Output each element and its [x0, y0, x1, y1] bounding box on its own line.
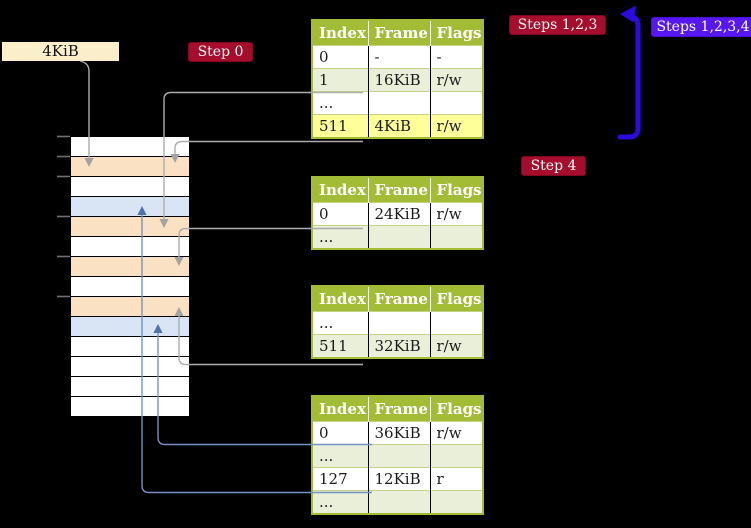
column-header: Frame: [368, 286, 431, 312]
step4-badge: Step 4: [521, 156, 586, 176]
table-cell: 127: [312, 467, 369, 491]
table-cell: ...: [312, 225, 369, 249]
table-cell: -: [430, 45, 483, 69]
steps123-badge: Steps 1,2,3: [509, 15, 606, 35]
table-cell: -: [368, 45, 431, 69]
column-header: Flags: [430, 396, 483, 422]
memory-row-empty: [71, 277, 189, 297]
table-cell: r/w: [430, 421, 483, 445]
table-cell: ...: [312, 490, 369, 514]
table-cell: 32KiB: [368, 334, 431, 358]
column-header: Index: [312, 286, 369, 312]
frame-4kib-label: 4KiB: [2, 42, 119, 61]
memory-row-empty: [71, 397, 189, 416]
address-tick-marks: [57, 135, 70, 298]
table-cell: r/w: [430, 68, 483, 92]
column-header: Frame: [368, 20, 431, 46]
table-cell: r/w: [430, 334, 483, 358]
table-cell: [430, 444, 483, 468]
table-cell: [368, 311, 431, 335]
memory-row-empty: [71, 357, 189, 377]
memory-row-empty: [71, 237, 189, 257]
memory-row-empty: [71, 377, 189, 397]
table-row: 0--: [312, 45, 483, 69]
table-cell: 12KiB: [368, 467, 431, 491]
table-cell: 0: [312, 421, 369, 445]
table-cell: 511: [312, 114, 369, 138]
steps1234-badge: Steps 1,2,3,4: [651, 17, 751, 37]
table-row: ...: [312, 490, 483, 514]
column-header: Index: [312, 396, 369, 422]
column-header: Flags: [430, 286, 483, 312]
column-header: Index: [312, 20, 369, 46]
table-cell: 4KiB: [368, 114, 431, 138]
table-cell: ...: [312, 311, 369, 335]
table-cell: 24KiB: [368, 202, 431, 226]
table-cell: 36KiB: [368, 421, 431, 445]
table-cell: r/w: [430, 202, 483, 226]
memory-row-pt: [71, 217, 189, 237]
column-header: Frame: [368, 396, 431, 422]
table-cell: [430, 490, 483, 514]
column-header: Flags: [430, 20, 483, 46]
table-cell: 0: [312, 45, 369, 69]
column-header: Flags: [430, 177, 483, 203]
table-row: ...: [312, 225, 483, 249]
table-cell: 1: [312, 68, 369, 92]
table-cell: 511: [312, 334, 369, 358]
memory-row-empty: [71, 337, 189, 357]
memory-stack: [70, 136, 190, 416]
table-cell: ...: [312, 91, 369, 115]
memory-row-pt: [71, 297, 189, 317]
memory-row-page: [71, 317, 189, 337]
table-cell: r: [430, 467, 483, 491]
table-cell: [368, 91, 431, 115]
table-row: ...: [312, 444, 483, 468]
table-row: ...: [312, 311, 483, 335]
table-cell: [430, 91, 483, 115]
table-cell: 16KiB: [368, 68, 431, 92]
memory-row-empty: [71, 177, 189, 197]
table-cell: ...: [312, 444, 369, 468]
memory-row-pt: [71, 157, 189, 177]
arrow-pt1-index511-to-4kib: [170, 140, 363, 163]
table-cell: 0: [312, 202, 369, 226]
table-cell: r/w: [430, 114, 483, 138]
step0-badge: Step 0: [188, 42, 253, 62]
table-cell: [430, 225, 483, 249]
memory-row-pt: [71, 257, 189, 277]
table-cell: [368, 444, 431, 468]
table-row: ...: [312, 91, 483, 115]
column-header: Index: [312, 177, 369, 203]
table-cell: [368, 225, 431, 249]
memory-row-empty: [71, 137, 189, 157]
big-steps-arrow: [617, 5, 641, 140]
table-cell: [368, 490, 431, 514]
column-header: Frame: [368, 177, 431, 203]
memory-row-page: [71, 197, 189, 217]
table-cell: [430, 311, 483, 335]
